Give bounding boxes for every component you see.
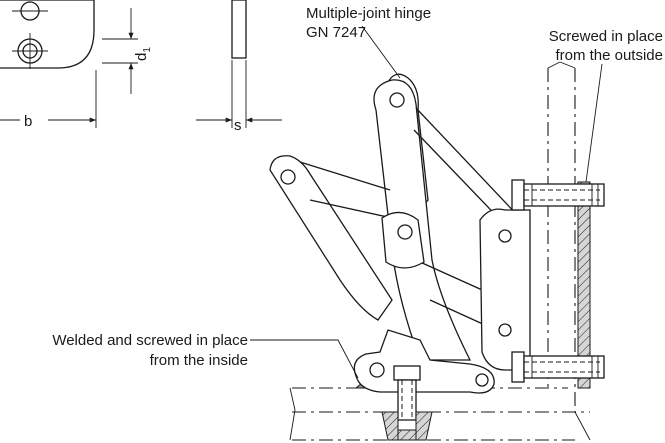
pivot-bracket-bottom-icon	[498, 323, 512, 337]
dimension-s-label: s	[234, 117, 242, 134]
hinge-label-line2: GN 7247	[306, 24, 366, 41]
bottom-frame	[289, 387, 590, 441]
welded-inside-label-line2: from the inside	[150, 352, 248, 369]
outside-mount-plate	[577, 181, 591, 389]
inside-screw	[381, 365, 433, 441]
leader-hinge	[361, 25, 401, 79]
pivot-middle-icon	[397, 224, 413, 240]
pivot-bracket-top-icon	[498, 229, 512, 243]
pivot-base-right-icon	[475, 373, 489, 387]
screwed-outside-label-line1: Screwed in place	[549, 28, 663, 45]
right-frame	[547, 61, 591, 441]
hinge-label-line1: Multiple-joint hinge	[306, 5, 431, 22]
dimension-b-label: b	[24, 113, 32, 130]
leader-screwed-outside	[585, 63, 603, 183]
welded-inside-label-line1: Welded and screwed in place	[52, 332, 248, 349]
hinge-mechanism	[269, 73, 531, 394]
pivot-base-left-icon	[369, 362, 385, 378]
plate-outline	[0, 0, 95, 69]
plate-side-view	[196, 0, 282, 128]
plate-view	[0, 0, 138, 128]
pivot-top-icon	[389, 92, 405, 108]
upper-bolt	[511, 179, 605, 211]
screwed-outside-label-line2: from the outside	[555, 47, 663, 64]
dimension-d1-label: d1	[133, 47, 153, 61]
pivot-left-icon	[280, 169, 296, 185]
leader-welded-inside	[250, 339, 359, 379]
lower-bolt	[511, 351, 605, 383]
